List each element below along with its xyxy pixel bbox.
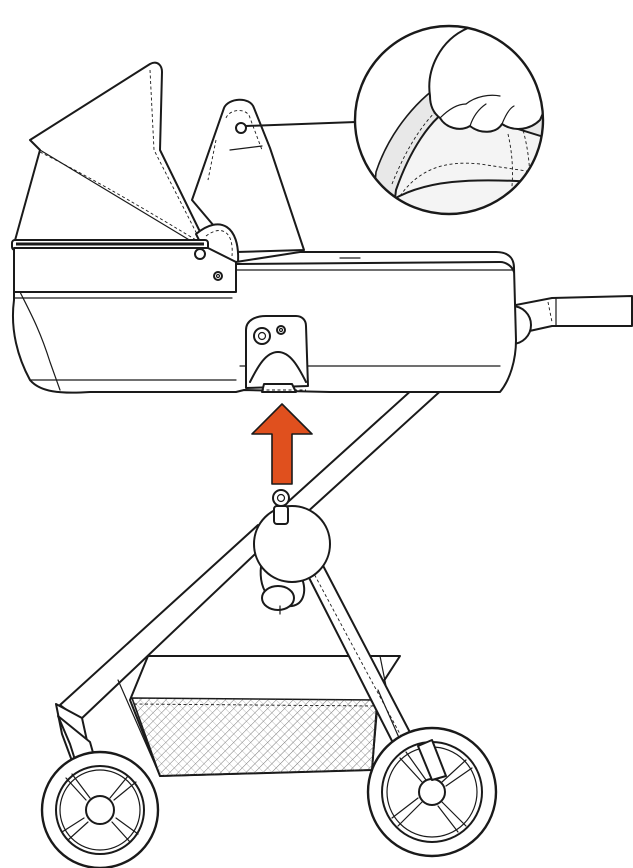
callout-leader-line [245,121,357,127]
carrycot-attachment-point [245,315,309,393]
carrycot [11,61,517,394]
central-hub-joint [253,489,331,615]
magnifier-callout-icon [353,24,545,216]
front-wheel [40,750,160,868]
shopping-basket [129,655,401,777]
rear-wheel [366,726,498,858]
up-arrow-icon [251,403,313,485]
